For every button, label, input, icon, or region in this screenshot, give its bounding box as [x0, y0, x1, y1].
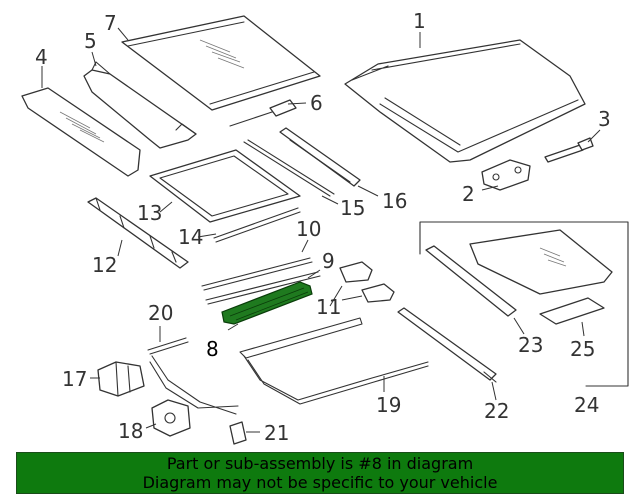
callout-18: 18 [118, 419, 143, 443]
callout-9: 9 [322, 249, 335, 273]
callout-2: 2 [462, 182, 475, 206]
callout-4: 4 [35, 45, 48, 69]
callout-24: 24 [574, 393, 599, 417]
callout-10: 10 [296, 217, 321, 241]
info-banner: Part or sub-assembly is #8 in diagram Di… [16, 452, 624, 494]
callout-8-highlighted: 8 [206, 337, 219, 361]
callout-labels: 1 2 3 4 5 6 7 8 9 10 11 12 13 14 15 16 1… [35, 9, 611, 445]
callout-12: 12 [92, 253, 117, 277]
part-3-lock-pin[interactable] [544, 137, 594, 163]
part-6-cable-drive[interactable] [229, 99, 297, 127]
part-23-inset-rail[interactable] [425, 245, 517, 317]
part-2-bracket[interactable] [481, 159, 531, 191]
callout-22: 22 [484, 399, 509, 423]
callout-15: 15 [340, 196, 365, 220]
part-14-front-seal[interactable] [213, 207, 301, 243]
callout-23: 23 [518, 333, 543, 357]
callout-1: 1 [413, 9, 426, 33]
part-7-glass-panel[interactable] [121, 15, 321, 111]
part-20-cable-harness[interactable] [147, 337, 239, 415]
parts-diagram: 1 2 3 4 5 6 7 8 9 10 11 12 13 14 15 16 1… [21, 9, 629, 445]
callout-6: 6 [310, 91, 323, 115]
part-19-drain-frame[interactable] [239, 317, 429, 405]
part-22-rear-rail[interactable] [397, 307, 497, 383]
callout-21: 21 [264, 421, 289, 445]
part-13-frame-seal[interactable] [149, 149, 301, 223]
part-21-clip[interactable] [229, 421, 247, 445]
info-banner-line-2: Diagram may not be specific to your vehi… [142, 473, 498, 492]
part-16-guide-rail[interactable] [279, 127, 361, 187]
info-banner-line-1: Part or sub-assembly is #8 in diagram [166, 454, 474, 473]
part-10-rail[interactable] [201, 257, 313, 291]
callout-13: 13 [137, 201, 162, 225]
callout-20: 20 [148, 301, 173, 325]
part-18-motor[interactable] [151, 399, 191, 437]
callout-3: 3 [598, 107, 611, 131]
callout-25: 25 [570, 337, 595, 361]
part-24-assembly-box [419, 221, 629, 387]
part-4-sunshade[interactable] [21, 87, 141, 177]
part-11-brackets[interactable] [339, 261, 395, 303]
part-5-deflector-frame[interactable] [83, 61, 197, 149]
part-8-crossmember[interactable] [221, 281, 313, 325]
callout-19: 19 [376, 393, 401, 417]
leader-lines [41, 27, 601, 433]
part-1-roof-panel[interactable] [344, 39, 586, 163]
part-12-side-rail[interactable] [87, 197, 189, 269]
part-9-rail[interactable] [205, 271, 321, 305]
part-25-inset-trim[interactable] [539, 297, 605, 325]
part-15-seal-strip[interactable] [243, 139, 335, 197]
part-17-motor[interactable] [97, 361, 145, 397]
callout-5: 5 [84, 29, 97, 53]
part-24-inset-glass[interactable] [469, 229, 613, 295]
callout-16: 16 [382, 189, 407, 213]
callout-7: 7 [104, 11, 117, 35]
callout-14: 14 [178, 225, 203, 249]
callout-11: 11 [316, 295, 341, 319]
callout-17: 17 [62, 367, 87, 391]
